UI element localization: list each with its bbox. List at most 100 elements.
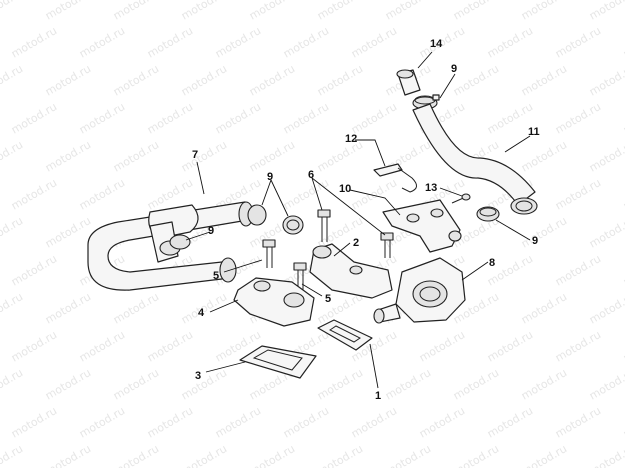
watermark-text: motod.ru (0, 214, 25, 250)
callout-labels: 14 9 11 12 7 9 6 10 13 9 9 2 8 9 5 5 4 3… (192, 38, 540, 402)
watermark-text: motod.ru (77, 404, 127, 440)
watermark-text: motod.ru (519, 366, 569, 402)
watermark-text: motod.ru (451, 442, 501, 468)
watermark-text: motod.ru (213, 100, 263, 136)
watermark-text: motod.ru (43, 138, 93, 174)
watermark-text: motod.ru (9, 404, 59, 440)
callout-10: 10 (339, 183, 351, 195)
part-8-pump-housing (373, 257, 466, 324)
watermark-text: motod.ru (383, 442, 433, 468)
watermark-text: motod.ru (0, 442, 25, 468)
part-6-bolt-left (317, 209, 331, 242)
watermark-text: motod.ru (111, 0, 161, 23)
watermark-text: motod.ru (315, 138, 365, 174)
watermark-text: motod.ru (553, 100, 603, 136)
watermark-text: motod.ru (621, 100, 625, 136)
part-2-thermostat-cover (309, 243, 393, 299)
watermark-text: motod.ru (247, 62, 297, 98)
watermark-text: motod.ru (9, 100, 59, 136)
watermark-text: motod.ru (485, 24, 535, 60)
watermark-text: motod.ru (43, 62, 93, 98)
watermark-text: motod.ru (145, 24, 195, 60)
watermark-text: motod.ru (621, 252, 625, 288)
watermark-text: motod.ru (77, 24, 127, 60)
watermark-text: motod.ru (519, 214, 569, 250)
watermark-text: motod.ru (213, 404, 263, 440)
watermark-text: motod.ru (9, 24, 59, 60)
watermark-text: motod.ru (587, 138, 625, 174)
watermark-text: motod.ru (111, 62, 161, 98)
watermark-text: motod.ru (621, 328, 625, 364)
callout-2: 2 (353, 237, 359, 249)
part-7-loop-hose (87, 201, 254, 291)
watermark-text: motod.ru (621, 176, 625, 212)
watermark-text: motod.ru (553, 404, 603, 440)
callout-14: 14 (430, 38, 443, 50)
callout-3: 3 (195, 370, 201, 382)
part-14-cap (396, 69, 421, 96)
watermark-text: motod.ru (0, 138, 25, 174)
watermark-text: motod.ru (519, 442, 569, 468)
watermark-text: motod.ru (9, 252, 59, 288)
watermark-text: motod.ru (553, 24, 603, 60)
watermark-text: motod.ru (0, 0, 25, 23)
callout-5: 5 (213, 270, 219, 282)
watermark-text: motod.ru (9, 328, 59, 364)
part-9-hose-clamp-right (476, 206, 500, 222)
part-12-bracket (373, 163, 417, 193)
watermark-text: motod.ru (519, 290, 569, 326)
watermark-text: motod.ru (587, 290, 625, 326)
leader-lines (185, 51, 531, 389)
watermark-text: motod.ru (0, 366, 25, 402)
part-9-hose-clamp-inner (169, 234, 191, 250)
callout-13: 13 (425, 182, 437, 194)
callout-4: 4 (198, 307, 205, 319)
watermark-text: motod.ru (315, 0, 365, 23)
callout-12: 12 (345, 133, 357, 145)
watermark-text: motod.ru (77, 100, 127, 136)
watermark-text: motod.ru (111, 138, 161, 174)
watermark-text: motod.ru (519, 138, 569, 174)
part-11-bent-hose (412, 103, 538, 215)
watermark-text: motod.ru (111, 366, 161, 402)
part-13-screw (451, 193, 471, 204)
callout-9: 9 (532, 235, 538, 247)
watermark-text: motod.ru (485, 404, 535, 440)
watermark-text: motod.ru (587, 442, 625, 468)
watermark-text: motod.ru (553, 328, 603, 364)
callout-11: 11 (528, 126, 540, 138)
callout-5: 5 (325, 293, 331, 305)
watermark-text: motod.ru (451, 62, 501, 98)
part-9-hose-clamp-upper (247, 204, 304, 235)
watermark-text: motod.ru (145, 328, 195, 364)
watermark-text: motod.ru (0, 290, 25, 326)
watermark-text: motod.ru (179, 62, 229, 98)
watermark-text: motod.ru (179, 442, 229, 468)
watermark-text: motod.ru (553, 252, 603, 288)
watermark-text: motod.ru (43, 0, 93, 23)
watermark-text: motod.ru (281, 24, 331, 60)
watermark-text: motod.ru (145, 100, 195, 136)
watermark-text: motod.ru (451, 0, 501, 23)
watermark-text: motod.ru (43, 442, 93, 468)
callout-9: 9 (208, 225, 214, 237)
watermark-text: motod.ru (587, 62, 625, 98)
watermark-text: motod.ru (179, 0, 229, 23)
watermark-text: motod.ru (349, 100, 399, 136)
watermark-text: motod.ru (281, 100, 331, 136)
callout-6: 6 (308, 169, 314, 181)
watermark-text: motod.ru (587, 214, 625, 250)
callout-7: 7 (192, 149, 198, 161)
watermark-text: motod.ru (451, 366, 501, 402)
watermark-text: motod.ru (315, 62, 365, 98)
watermark-text: motod.ru (621, 404, 625, 440)
watermark-text: motod.ru (417, 328, 467, 364)
watermark-text: motod.ru (383, 0, 433, 23)
watermark-text: motod.ru (349, 404, 399, 440)
watermark-text: motod.ru (315, 442, 365, 468)
watermark-text: motod.ru (43, 290, 93, 326)
watermark-text: motod.ru (213, 24, 263, 60)
watermark-text: motod.ru (281, 176, 331, 212)
watermark-text: motod.ru (485, 328, 535, 364)
